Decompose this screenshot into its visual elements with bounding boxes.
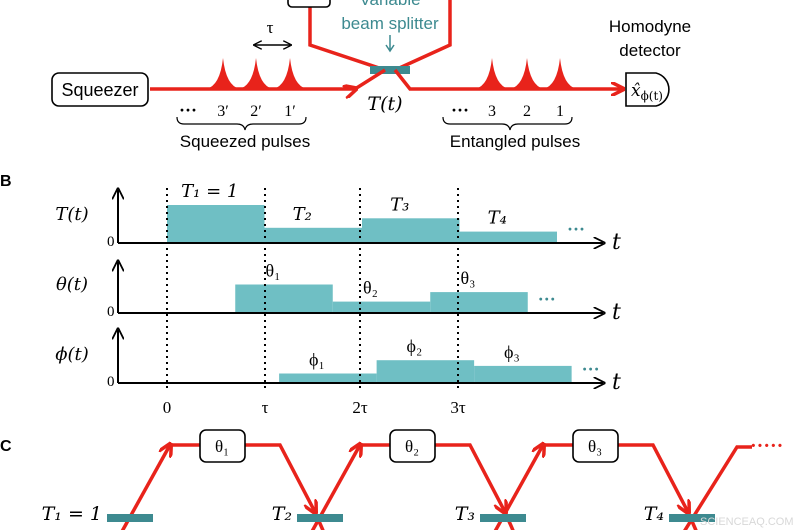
step-label: T₃	[390, 194, 409, 215]
splitter-pointer-icon	[385, 35, 395, 53]
input-beam	[150, 68, 386, 89]
splitter-label: T₃	[455, 503, 475, 525]
step-bar	[362, 218, 460, 243]
beam-splitter	[480, 514, 526, 522]
squeezed-caption: Squeezed pulses	[180, 132, 310, 151]
pulse-label: 2	[523, 103, 531, 120]
phase-label: θ₂	[405, 437, 419, 456]
step-bar	[167, 205, 265, 243]
beam-splitter	[107, 514, 153, 522]
beam-up	[683, 445, 752, 530]
beam-splitter	[297, 514, 343, 522]
variable-beam-splitter	[370, 66, 410, 74]
axis-t-label: t	[612, 230, 621, 255]
detector-label-1: Homodyne	[609, 17, 691, 36]
row-zero: 0	[107, 374, 115, 390]
tau-label: τ	[267, 18, 274, 37]
step-bar	[264, 227, 362, 243]
step-bar	[235, 284, 333, 313]
pulse	[510, 58, 544, 89]
phase-label: θ₁	[215, 437, 229, 456]
step-label: ϕ₁	[309, 350, 325, 370]
step-bar	[459, 231, 557, 243]
more-ellipsis: ···	[582, 359, 600, 379]
pulse-label: 3	[488, 103, 496, 120]
squeezer-label: Squeezer	[61, 80, 138, 100]
squeezer-box	[51, 72, 149, 107]
phase-box	[389, 429, 436, 463]
panel-a: Variable beam splitter τ Squeezer ··· 3′…	[51, 0, 691, 151]
row-zero: 0	[107, 234, 115, 250]
step-bar	[279, 373, 377, 383]
step-bar	[376, 360, 475, 383]
watermark: SCIENCEAQ.COM	[700, 516, 794, 528]
splitter-label: T₁ = 1	[42, 503, 102, 525]
more-ellipsis: ···	[538, 289, 556, 309]
step-bar	[430, 292, 528, 313]
pulse	[543, 58, 577, 89]
step-label: θ₂	[363, 278, 378, 298]
panel-b: B T(t) 0 T₁ = 1 T₂ T₃ T₄ ··· t θ(t) 0 θ₁ θ₂ θ₃ ··· t ϕ(…	[0, 173, 621, 417]
axis-t-label: t	[612, 370, 621, 395]
detector-label-2: detector	[619, 41, 681, 60]
homodyne-detector	[625, 72, 670, 107]
beam-splitter	[669, 514, 715, 522]
row-ylabel: θ(t)	[56, 274, 88, 295]
pulse-label: 2′	[250, 103, 262, 120]
step-bar	[474, 365, 572, 383]
entangled-ellipsis: ···	[451, 100, 469, 120]
transmission-label: T(t)	[367, 93, 402, 115]
panel-b-label: B	[0, 173, 12, 190]
panel-c-label: C	[0, 438, 12, 455]
time-tick-label: τ	[262, 398, 269, 417]
time-tick-label: 2τ	[352, 398, 368, 417]
pulse	[273, 58, 307, 89]
axis-t-label: t	[612, 300, 621, 325]
squeezed-ellipsis: ···	[179, 100, 197, 120]
splitter-label: T₂	[272, 503, 292, 525]
detector-symbol: x̂ϕ(t)	[631, 81, 663, 103]
step-label: ϕ₂	[407, 336, 423, 356]
step-label: ϕ₃	[504, 342, 520, 362]
pulse	[475, 58, 509, 89]
splitter-label: T₄	[644, 503, 664, 525]
pulse-label: 1	[556, 103, 564, 120]
pulse-label: 3′	[217, 103, 229, 120]
loop-beam	[308, 0, 452, 72]
panel-c: C θ₁ T₁ = 1 θ₂ T₂ θ₃ T₃ ····· T₄	[0, 429, 783, 530]
time-tick-label: 3τ	[450, 398, 466, 417]
row-ylabel: ϕ(t)	[55, 344, 89, 365]
pulse-label: 1′	[284, 103, 296, 120]
phase-box	[572, 429, 619, 463]
step-bar	[332, 301, 431, 313]
more-ellipsis: ···	[567, 219, 585, 239]
pulse	[239, 58, 273, 89]
time-tick-label: 0	[163, 398, 172, 417]
splitter-label-2: beam splitter	[341, 14, 439, 33]
row-zero: 0	[107, 304, 115, 320]
entangled-caption: Entangled pulses	[450, 132, 580, 151]
top-phase-box	[287, 0, 331, 8]
entangled-pulses	[475, 58, 577, 89]
squeezed-brace	[176, 116, 307, 131]
splitter-label-1: Variable	[359, 0, 420, 9]
step-label: θ₃	[461, 268, 476, 288]
pulse	[206, 58, 240, 89]
output-beam	[393, 68, 622, 89]
step-label: θ₁	[266, 261, 281, 281]
entangled-brace	[442, 116, 573, 131]
step-label: T₁ = 1	[181, 181, 238, 202]
step-label: T₂	[293, 204, 312, 225]
step-label: T₄	[488, 208, 507, 229]
more-ellipsis: ·····	[750, 435, 783, 457]
row-ylabel: T(t)	[55, 204, 88, 225]
phase-box	[199, 429, 246, 463]
phase-label: θ₃	[588, 437, 602, 456]
squeezed-pulses	[206, 58, 307, 89]
